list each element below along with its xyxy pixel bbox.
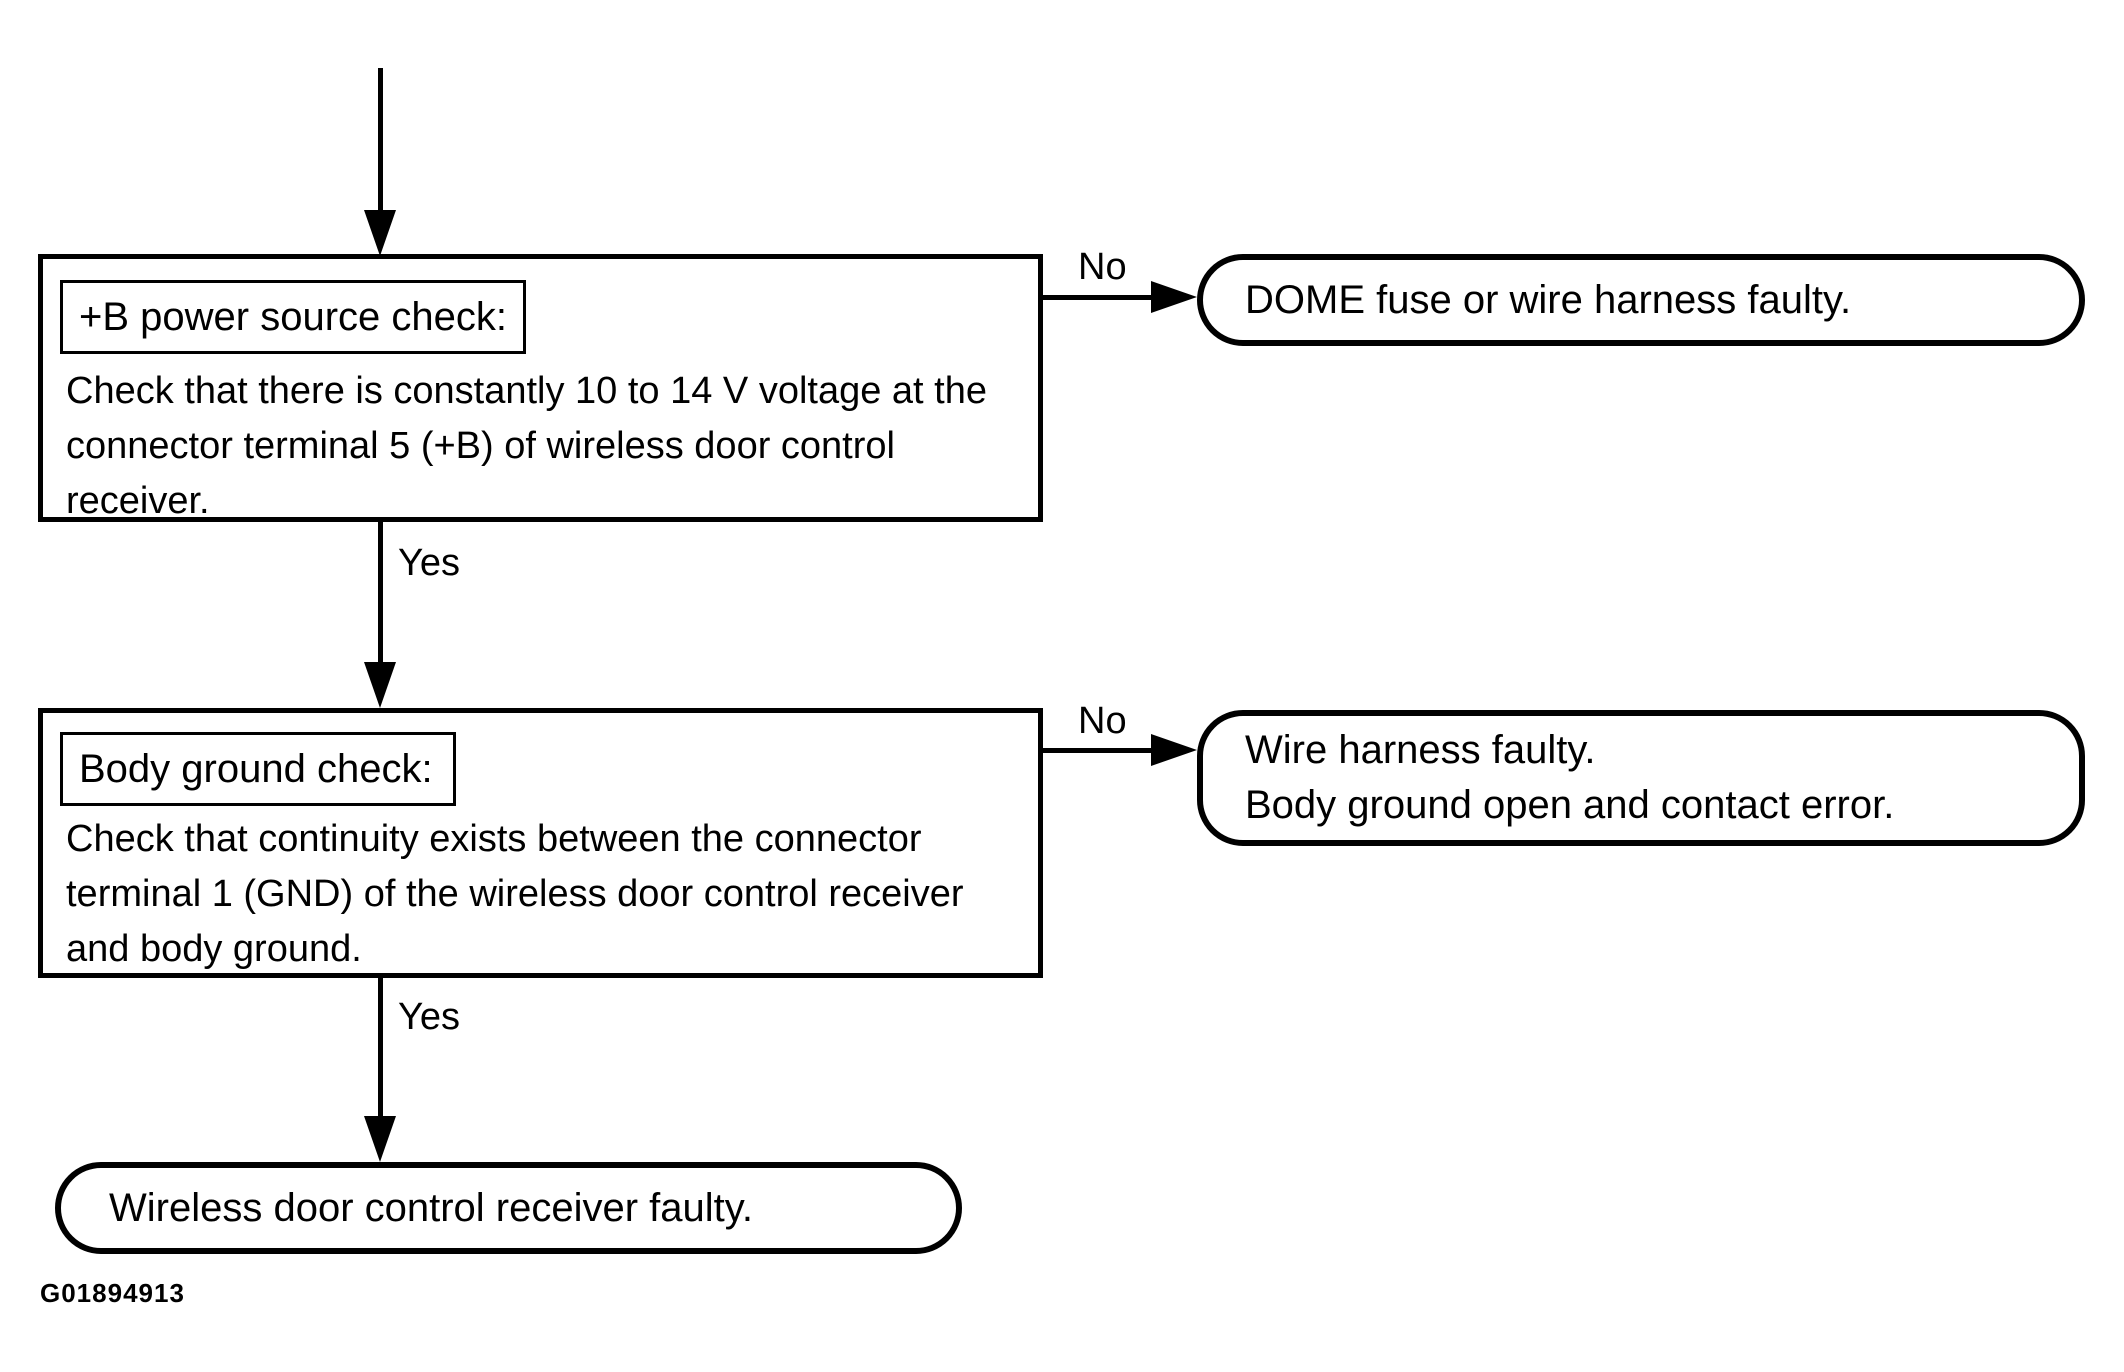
step1-yes-arrow-line [378, 522, 383, 664]
step1-no-result-line: DOME fuse or wire harness faulty. [1245, 277, 1852, 322]
step1-body-line: Check that there is constantly 10 to 14 … [66, 370, 987, 412]
step1-no-result-box: DOME fuse or wire harness faulty. [1197, 254, 2085, 346]
step1-no-arrowhead-icon [1151, 281, 1197, 313]
step2-title: Body ground check: [79, 746, 433, 791]
step2-no-result-line: Body ground open and contact error. [1245, 783, 1895, 827]
step1-no-arrow-line [1043, 295, 1153, 300]
step1-body-line: receiver. [66, 480, 210, 522]
entry-arrow-line [378, 68, 383, 213]
step2-yes-arrow-line [378, 978, 383, 1118]
step1-no-label: No [1078, 246, 1127, 288]
step1-yes-label: Yes [398, 542, 460, 584]
figure-id: G01894913 [40, 1278, 185, 1308]
step1-body: Check that there is constantly 10 to 14 … [66, 364, 987, 529]
step2-body-line: terminal 1 (GND) of the wireless door co… [66, 873, 964, 915]
step2-title-box: Body ground check: [60, 732, 456, 806]
step2-no-result-line: Wire harness faulty. [1245, 728, 1596, 772]
step2-body-line: Check that continuity exists between the… [66, 818, 922, 860]
step1-body-line: connector terminal 5 (+B) of wireless do… [66, 425, 895, 467]
step1-title-box: +B power source check: [60, 280, 526, 354]
step2-no-result-box: Wire harness faulty. Body ground open an… [1197, 710, 2085, 846]
step1-yes-arrowhead-icon [364, 662, 396, 708]
step1-title: +B power source check: [79, 294, 507, 339]
step2-yes-arrowhead-icon [364, 1116, 396, 1162]
step2-body: Check that continuity exists between the… [66, 812, 964, 977]
step2-body-line: and body ground. [66, 928, 362, 970]
step2-yes-label: Yes [398, 996, 460, 1038]
step2-no-arrowhead-icon [1151, 734, 1197, 766]
entry-arrowhead-icon [364, 210, 396, 256]
step2-no-arrow-line [1043, 748, 1153, 753]
step2-no-label: No [1078, 700, 1127, 742]
final-result-text: Wireless door control receiver faulty. [109, 1185, 753, 1230]
final-result-box: Wireless door control receiver faulty. [55, 1162, 962, 1254]
